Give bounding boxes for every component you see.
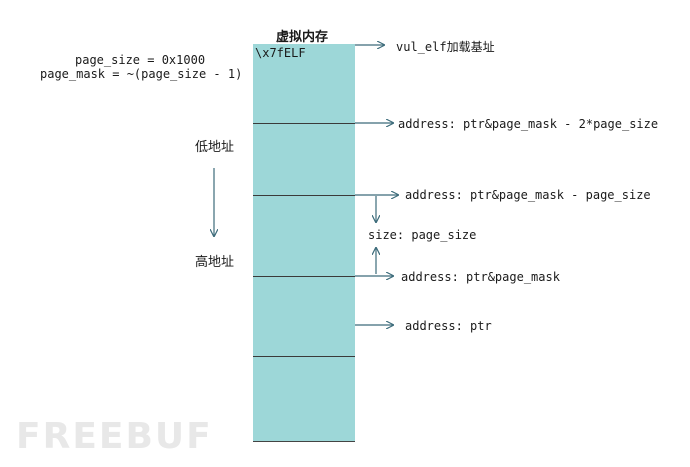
low-address-label: 低地址	[195, 140, 235, 155]
memory-divider-1	[253, 123, 355, 124]
memory-divider-3	[253, 276, 355, 277]
elf-magic-label: \x7fELF	[255, 46, 306, 60]
freebuf-watermark: FREEBUF	[16, 416, 213, 457]
memory-divider-4	[253, 356, 355, 357]
page-mask-formula: page_mask = ~(page_size - 1)	[40, 67, 243, 81]
high-address-label: 高地址	[195, 255, 235, 270]
memory-title: 虚拟内存	[276, 30, 329, 45]
page-size-formula: page_size = 0x1000	[75, 53, 206, 67]
addr-minus-2-label: address: ptr&page_mask - 2*page_size	[398, 117, 659, 131]
addr-minus-1-label: address: ptr&page_mask - page_size	[405, 188, 651, 202]
base-address-label: vul_elf加载基址	[396, 40, 495, 54]
virtual-memory-block	[253, 44, 355, 442]
size-label: size: page_size	[368, 228, 477, 242]
memory-divider-2	[253, 195, 355, 196]
addr-mask-label: address: ptr&page_mask	[401, 270, 560, 284]
addr-ptr-label: address: ptr	[405, 319, 492, 333]
